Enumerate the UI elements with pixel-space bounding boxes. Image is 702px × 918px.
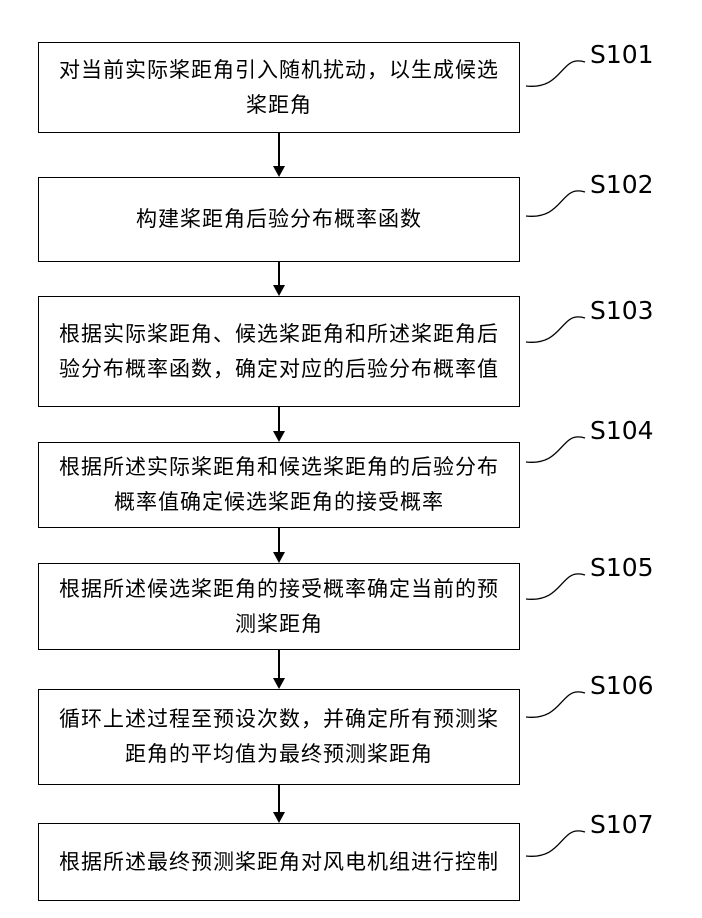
step-label-s106: S106 <box>590 671 654 700</box>
leader-curve-3 <box>525 316 586 343</box>
leader-curve-7 <box>525 830 586 857</box>
step-label-s105: S105 <box>590 553 654 582</box>
down-arrow-3 <box>273 407 285 442</box>
flow-step-text-2: 构建桨距角后验分布概率函数 <box>136 208 422 231</box>
down-arrow-2 <box>273 262 285 296</box>
flow-step-text-7: 根据所述最终预测桨距角对风电机组进行控制 <box>59 850 499 874</box>
flow-step-box-6: 循环上述过程至预设次数，并确定所有预测桨 距角的平均值为最终预测桨距角 <box>38 689 520 785</box>
step-label-s102: S102 <box>590 170 654 199</box>
flow-step-box-7: 根据所述最终预测桨距角对风电机组进行控制 <box>38 823 520 901</box>
flow-step-box-4: 根据所述实际桨距角和候选桨距角的后验分布 概率值确定候选桨距角的接受概率 <box>38 442 520 528</box>
leader-curve-2 <box>525 190 586 217</box>
flow-step-text-5: 根据所述候选桨距角的接受概率确定当前的预 测桨距角 <box>59 577 499 636</box>
flow-step-box-2: 构建桨距角后验分布概率函数 <box>38 177 520 262</box>
down-arrow-5 <box>273 650 285 689</box>
leader-curve-5 <box>525 573 586 600</box>
step-label-s107: S107 <box>590 810 654 839</box>
step-label-s104: S104 <box>590 416 654 445</box>
step-label-s103: S103 <box>590 296 654 325</box>
down-arrow-6 <box>273 785 285 823</box>
down-arrow-4 <box>273 528 285 563</box>
flow-step-text-4: 根据所述实际桨距角和候选桨距角的后验分布 概率值确定候选桨距角的接受概率 <box>59 456 499 514</box>
flow-step-box-5: 根据所述候选桨距角的接受概率确定当前的预 测桨距角 <box>38 563 520 650</box>
flow-step-box-3: 根据实际桨距角、候选桨距角和所述桨距角后 验分布概率函数，确定对应的后验分布概率… <box>38 296 520 407</box>
step-label-s101: S101 <box>590 40 654 69</box>
flow-step-box-1: 对当前实际桨距角引入随机扰动，以生成候选 桨距角 <box>38 42 520 133</box>
down-arrow-1 <box>273 133 285 177</box>
flow-step-text-1: 对当前实际桨距角引入随机扰动，以生成候选 桨距角 <box>59 58 499 117</box>
flow-step-text-3: 根据实际桨距角、候选桨距角和所述桨距角后 验分布概率函数，确定对应的后验分布概率… <box>59 322 499 381</box>
leader-curve-6 <box>525 691 586 718</box>
leader-curve-1 <box>525 60 586 87</box>
flow-step-text-6: 循环上述过程至预设次数，并确定所有预测桨 距角的平均值为最终预测桨距角 <box>59 708 499 766</box>
leader-curve-4 <box>525 436 586 463</box>
